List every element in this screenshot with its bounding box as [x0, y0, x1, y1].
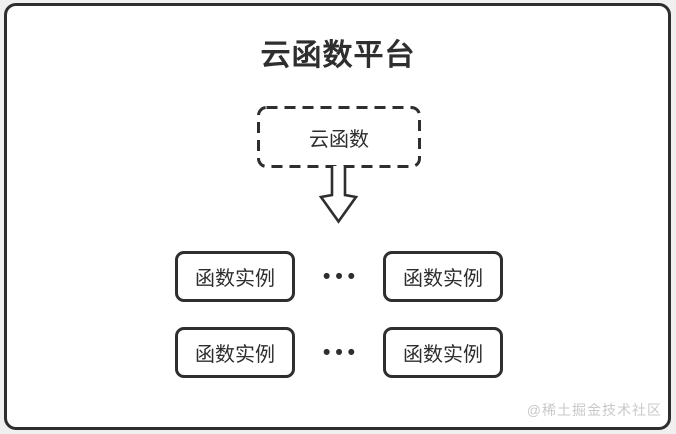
function-instance-node: 函数实例 [383, 327, 503, 378]
function-instance-node: 函数实例 [175, 251, 295, 302]
ellipsis-dots: ••• [295, 251, 383, 302]
watermark: @稀土掘金技术社区 [526, 402, 662, 418]
ellipsis-text: ••• [322, 264, 361, 288]
function-instance-label: 函数实例 [403, 268, 483, 290]
function-instance-label: 函数实例 [195, 344, 275, 366]
function-instance-label: 函数实例 [195, 268, 275, 290]
dashed-border [257, 106, 421, 168]
ellipsis-dots: ••• [295, 327, 383, 378]
cloud-function-node: 云函数 [257, 106, 421, 168]
function-instance-label: 函数实例 [403, 344, 483, 366]
down-arrow-icon [318, 166, 359, 224]
function-instance-node: 函数实例 [383, 251, 503, 302]
ellipsis-text: ••• [322, 340, 361, 364]
function-instance-node: 函数实例 [175, 327, 295, 378]
cloud-function-label: 云函数 [309, 128, 369, 151]
diagram-title: 云函数平台 [260, 39, 416, 72]
